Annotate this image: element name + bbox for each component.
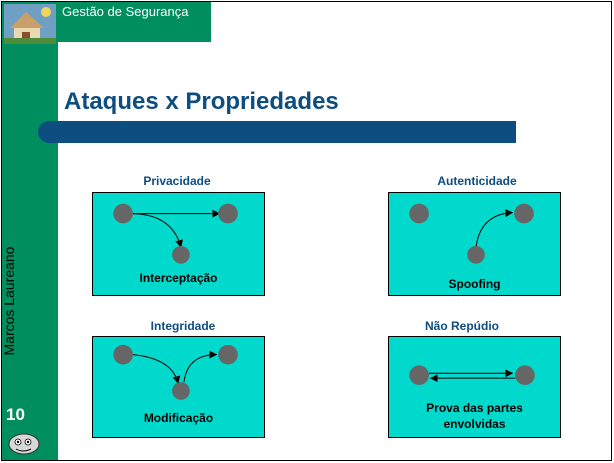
privacidade-box: Interceptação [92,192,265,296]
title-underline-bar [38,121,516,143]
privacidade-caption: Interceptação [139,271,218,285]
slide-title: Ataques x Propriedades [64,88,339,115]
house-illustration-icon [4,4,56,44]
header-title: Gestão de Segurança [62,4,189,19]
integridade-label: Integridade [150,319,216,333]
integridade-caption: Modificação [143,411,214,425]
integridade-box: Modificação [92,336,265,438]
author-name: Marcos Laureano [1,246,17,356]
privacidade-diagram [113,203,238,264]
nao-repudio-box: Prova das partes envolvidas [388,336,561,438]
integridade-diagram [113,344,238,400]
nao-repudio-diagram [409,365,535,386]
nao-repudio-label: Não Repúdio [425,319,499,333]
nao-repudio-caption-line1: Prova das partes [426,401,523,415]
left-sidebar-bar [2,2,58,460]
privacidade-label: Privacidade [143,174,211,188]
mascot-icon [8,433,40,455]
nao-repudio-caption-line2: envolvidas [443,417,506,431]
autenticidade-diagram [409,203,534,264]
autenticidade-label: Autenticidade [437,174,517,188]
header-bar [58,2,211,42]
autenticidade-box: Spoofing [388,192,561,296]
autenticidade-caption: Spoofing [448,277,501,291]
slide-number: 10 [6,405,25,424]
